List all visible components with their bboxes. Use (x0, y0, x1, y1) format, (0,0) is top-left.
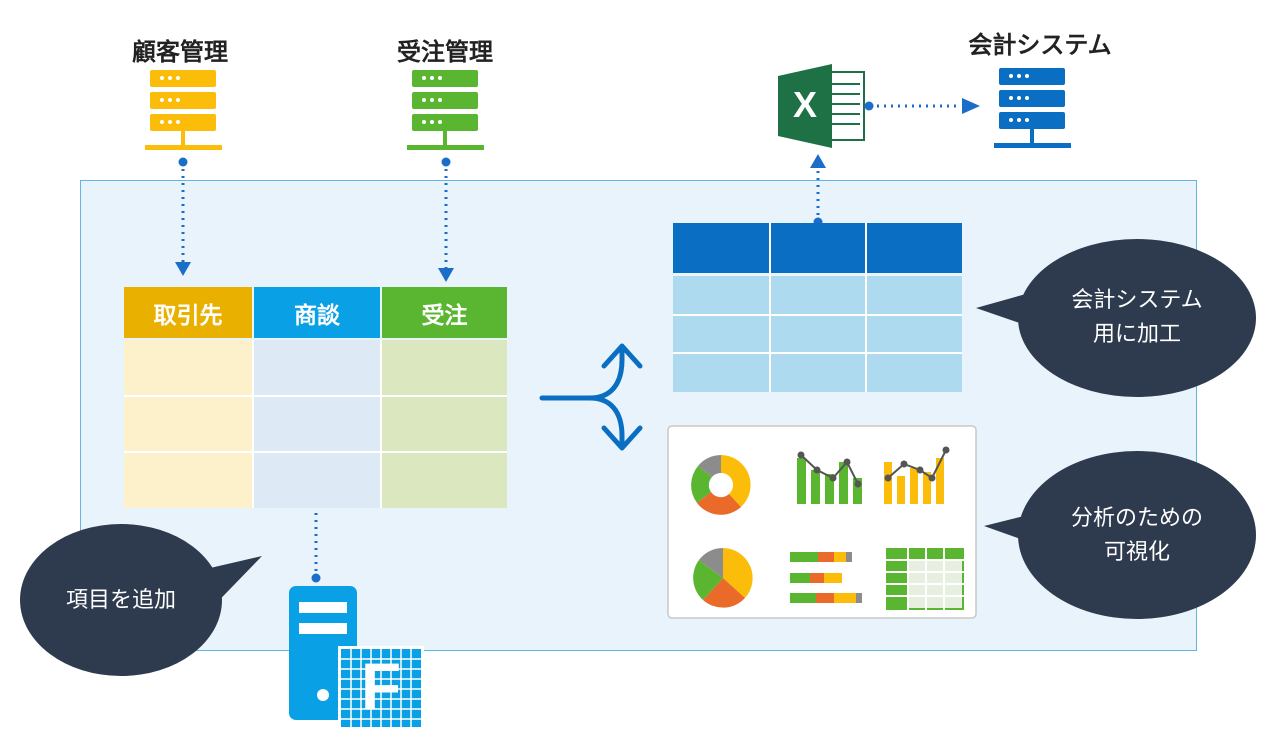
green-bar-line-chart-icon (797, 451, 862, 504)
header-cell-3 (382, 287, 507, 338)
grid-table-icon (886, 548, 964, 610)
customer-server-icon (145, 70, 222, 150)
header-juchu: 受注 (421, 302, 468, 329)
yellow-bar-line-chart-icon (884, 446, 950, 504)
add-items-bubble-text: 項目を追加 (65, 588, 176, 613)
header-shodan: 商談 (294, 302, 340, 329)
split-arrow-icon (539, 343, 643, 451)
app-f-letter: F (360, 649, 402, 723)
analysis-bubble-line1: 分析のための (1070, 506, 1203, 531)
header-torihikisaki: 取引先 (153, 302, 223, 329)
pie-chart-icon (693, 548, 753, 608)
accounting-bubble-text: 会計システム 用に加工 (1018, 284, 1256, 352)
app-f-logo-icon (338, 646, 424, 730)
speech-bubble-analysis (984, 451, 1256, 619)
header-cell-1 (124, 287, 252, 338)
accounting-system-title: 会計システム (968, 31, 1112, 59)
excel-letter: X (792, 84, 817, 125)
excel-icon (778, 64, 865, 148)
speech-bubble-add-items (20, 524, 262, 676)
customer-management-title: 顧客管理 (132, 38, 228, 66)
accounting-bubble-line2: 用に加工 (1092, 322, 1181, 347)
donut-chart-icon (691, 455, 751, 515)
accounting-table (673, 223, 962, 392)
speech-bubble-accounting (976, 239, 1256, 397)
accounting-server-icon (994, 68, 1071, 148)
order-server-icon (407, 70, 484, 150)
order-management-title: 受注管理 (397, 38, 493, 66)
header-cell-2 (254, 287, 380, 338)
stacked-bar-chart-icon (790, 552, 862, 603)
analysis-bubble-text: 分析のための 可視化 (1018, 502, 1256, 570)
main-table-body (124, 340, 507, 508)
accounting-bubble-line1: 会計システム (1071, 288, 1203, 313)
analysis-bubble-line2: 可視化 (1103, 540, 1170, 565)
